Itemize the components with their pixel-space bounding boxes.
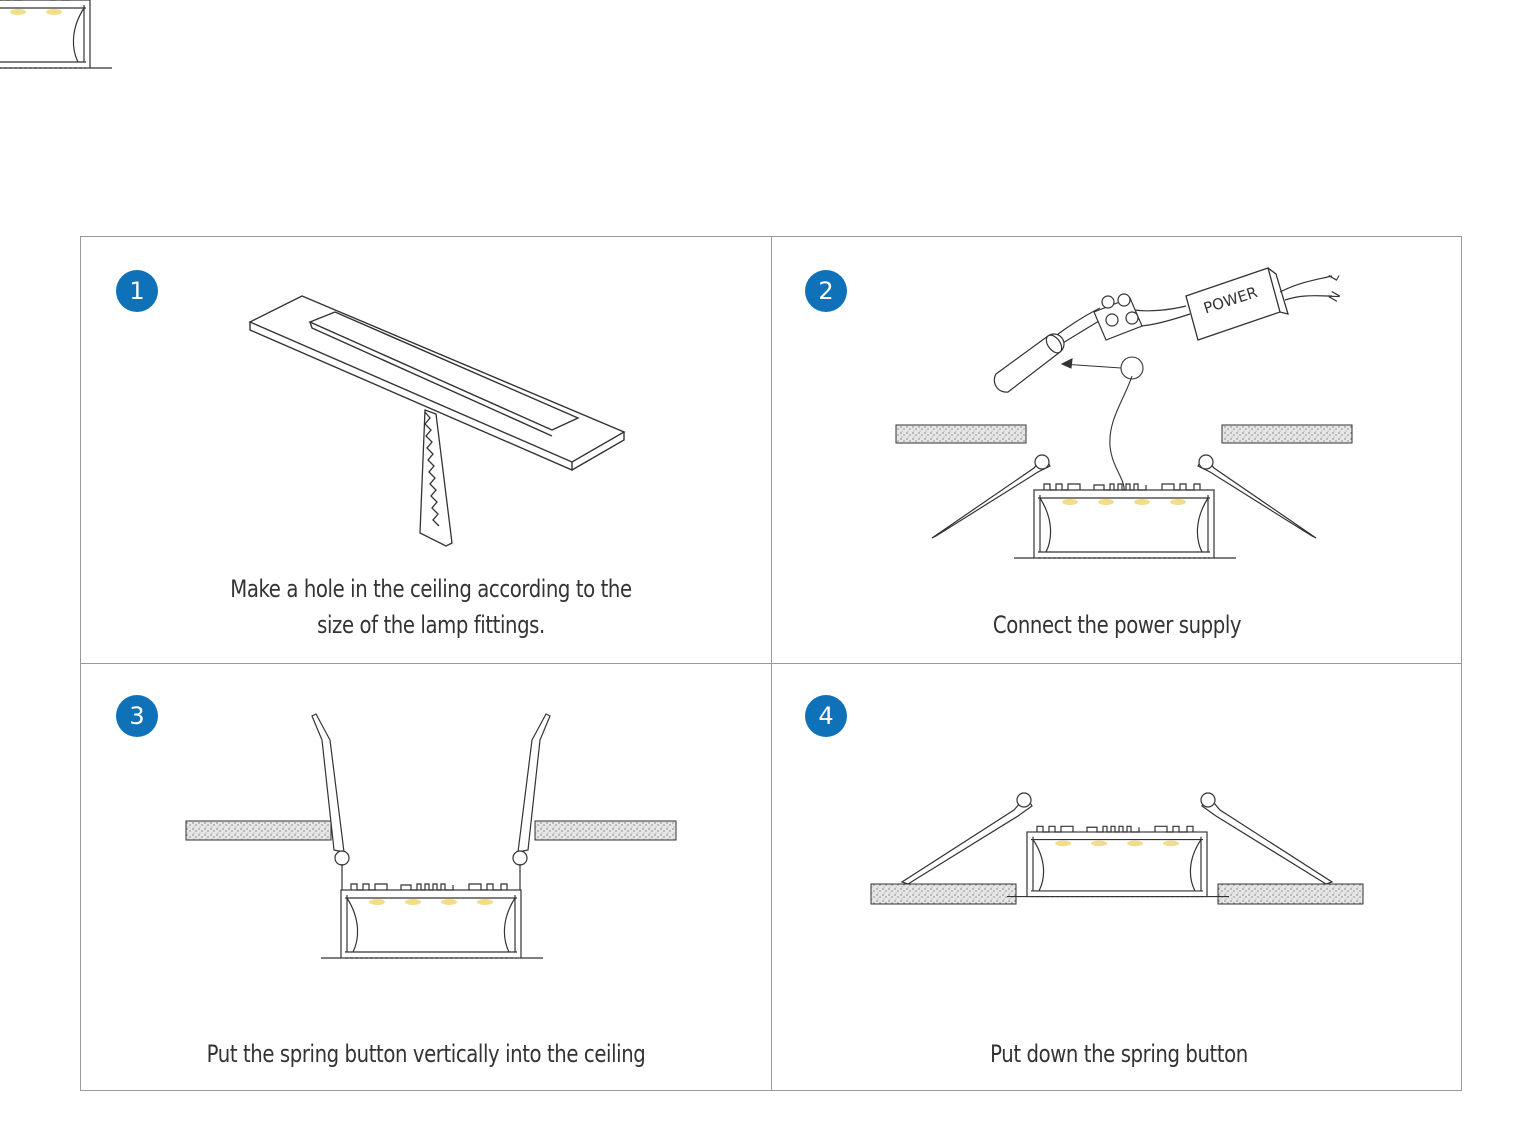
step-1-caption-line-1: Make a hole in the ceiling according to … <box>230 575 632 603</box>
step-2-ceiling-right <box>1221 424 1353 444</box>
step-4-badge: 4 <box>805 695 847 737</box>
step-3-ceiling-left <box>185 820 332 841</box>
step-4-lamp <box>1006 825 1230 898</box>
step-1-ceiling-panel <box>248 295 626 472</box>
step-4-spring-arms <box>900 792 1334 885</box>
step-2-callout-arrow <box>1060 356 1144 493</box>
grid-divider-horizontal <box>80 663 1462 664</box>
step-3-lamp <box>320 883 544 959</box>
step-4-ceiling-left <box>870 883 1017 905</box>
step-2-terminal-block <box>1093 293 1143 341</box>
step-3-spring-arms <box>311 713 551 890</box>
step-4-caption: Put down the spring button <box>990 1040 1248 1068</box>
step-2-power-box <box>1185 267 1289 341</box>
step-2-spring-arms <box>931 454 1317 539</box>
step-1-saw-icon <box>419 409 453 547</box>
step-3-ceiling-right <box>534 820 677 841</box>
step-2-ceiling-left <box>895 424 1027 444</box>
wire-n-label: N <box>1326 289 1344 305</box>
step-3-caption: Put the spring button vertically into th… <box>206 1040 646 1068</box>
step-2-connector-tube <box>993 333 1065 393</box>
step-3-badge: 3 <box>116 695 158 737</box>
step-1-caption-line-2: size of the lamp fittings. <box>317 611 545 639</box>
step-4-ceiling-right <box>1217 883 1364 905</box>
step-2-lamp <box>1013 483 1237 559</box>
step-1-badge: 1 <box>116 270 158 312</box>
step-2-caption: Connect the power supply <box>992 611 1242 639</box>
step-2-badge: 2 <box>805 270 847 312</box>
